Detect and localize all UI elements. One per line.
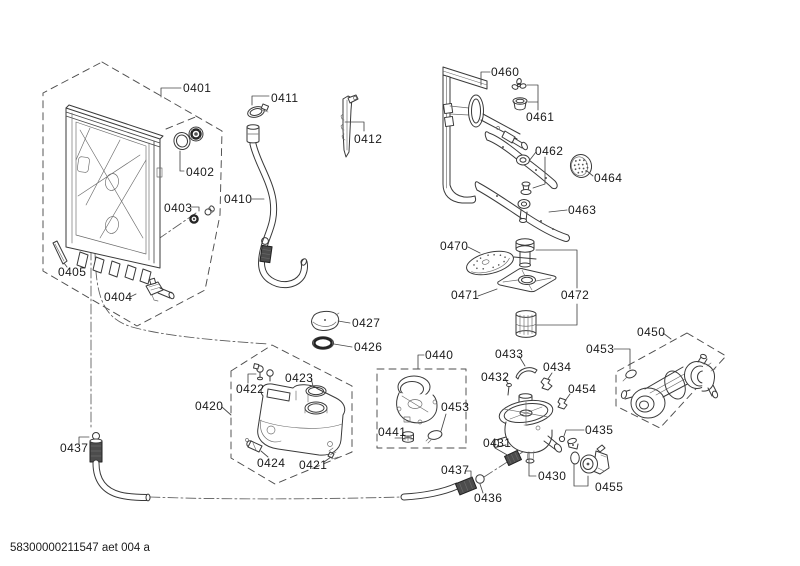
- cap-0427-drawing: [311, 310, 340, 331]
- part-label-0453-pump: 0453: [586, 342, 614, 356]
- part-label-0433: 0433: [495, 347, 523, 361]
- part-label-0431: 0431: [483, 436, 511, 450]
- part-label-0435: 0435: [585, 423, 613, 437]
- fitting-0431-drawing: [504, 450, 522, 466]
- clamp-0453-pump-drawing: [622, 369, 637, 382]
- disc-0464-drawing: [569, 154, 593, 178]
- part-label-0430: 0430: [538, 469, 566, 483]
- part-label-0404: 0404: [104, 290, 132, 304]
- part-label-0450: 0450: [637, 325, 665, 339]
- connection-lines: [90, 212, 533, 500]
- part-label-0441: 0441: [378, 425, 406, 439]
- clamp-0411-drawing: [247, 103, 270, 118]
- part-label-0427: 0427: [352, 316, 380, 330]
- part-label-0432: 0432: [481, 370, 509, 384]
- filter-mesh-0472-drawing: [515, 310, 537, 338]
- impeller-0461-drawing: [511, 78, 528, 111]
- clamp-0453-heater-drawing: [425, 430, 443, 444]
- strip-0405-drawing: [52, 240, 68, 265]
- part-callouts: 0401 0402 0403 0404 0405 0410 0411 0412 …: [58, 65, 665, 505]
- part-label-0437-left: 0437: [60, 441, 88, 455]
- part-label-0463: 0463: [568, 203, 596, 217]
- leader-lines: [63, 71, 672, 494]
- hose-0437-left-drawing: [89, 432, 151, 502]
- document-code: 58300000211547 aet 004 a: [10, 542, 150, 554]
- softener-0420-drawing: [257, 383, 346, 456]
- part-label-0454: 0454: [568, 382, 596, 396]
- part-label-0426: 0426: [354, 340, 382, 354]
- part-label-0420: 0420: [195, 399, 223, 413]
- valve-0404-drawing: [145, 277, 175, 302]
- part-label-0412: 0412: [354, 132, 382, 146]
- part-label-0453-heater: 0453: [441, 400, 469, 414]
- part-label-0403: 0403: [164, 201, 192, 215]
- part-label-0472: 0472: [561, 288, 589, 302]
- part-label-0410: 0410: [224, 192, 252, 206]
- spray-arm-0463-drawing: [474, 181, 570, 242]
- feed-pipe-0460-drawing: [442, 66, 528, 204]
- ring-0426-drawing: [312, 336, 334, 350]
- part-label-0436: 0436: [474, 491, 502, 505]
- stake-0412-drawing: [340, 94, 359, 158]
- part-label-0421: 0421: [299, 458, 327, 472]
- part-label-0437-mid: 0437: [441, 463, 469, 477]
- part-label-0461: 0461: [526, 110, 554, 124]
- part-label-0471: 0471: [451, 288, 479, 302]
- filter-plate-0471-drawing: [497, 268, 557, 293]
- filter-cap-0472-drawing: [513, 238, 537, 268]
- part-label-0434: 0434: [543, 360, 571, 374]
- cap-0441-drawing: [402, 431, 414, 443]
- part-label-0440: 0440: [425, 348, 453, 362]
- seal-0402-drawing: [173, 126, 204, 150]
- part-label-0411: 0411: [271, 91, 298, 105]
- circulation-pump-0450-drawing: [620, 353, 719, 419]
- box-0420-outline: [230, 344, 353, 485]
- part-label-0464: 0464: [594, 171, 622, 185]
- box-0450-outline: [615, 332, 727, 429]
- hose-0437-mid-drawing: [400, 476, 478, 501]
- valve-0435-drawing: [558, 435, 579, 450]
- box-0401-shelf: [165, 115, 199, 130]
- assembly-boxes: [42, 61, 727, 485]
- part-label-0405: 0405: [58, 265, 86, 279]
- clip-0434-drawing: [540, 377, 553, 391]
- part-label-0455: 0455: [595, 480, 623, 494]
- oring-0436-drawing: [475, 474, 485, 484]
- part-label-0462: 0462: [535, 144, 563, 158]
- part-0433-drawing: [515, 367, 538, 380]
- part-label-0402: 0402: [186, 165, 214, 179]
- fittings-0403-drawing: [189, 205, 215, 224]
- sump-0430-drawing: [492, 393, 563, 464]
- part-label-0401: 0401: [183, 81, 211, 95]
- part-label-0460: 0460: [491, 65, 519, 79]
- part-label-0424: 0424: [257, 456, 285, 470]
- hose-0410-drawing: [246, 124, 309, 289]
- part-0424-drawing: [245, 438, 263, 453]
- screw-0432-drawing: [506, 382, 512, 396]
- heater-0440-drawing: [396, 375, 438, 425]
- filter-plate-0470-drawing: [466, 250, 514, 276]
- parts-0422-drawing: [253, 363, 274, 382]
- part-label-0422: 0422: [236, 382, 264, 396]
- drain-pump-0455-drawing: [570, 444, 610, 475]
- part-label-0470: 0470: [440, 239, 468, 253]
- box-0401-outline: [42, 61, 223, 327]
- tub-drawing: [65, 104, 164, 285]
- part-0421-drawing: [327, 447, 339, 460]
- part-label-0423: 0423: [285, 371, 313, 385]
- spray-arm-0462-drawing: [484, 131, 558, 195]
